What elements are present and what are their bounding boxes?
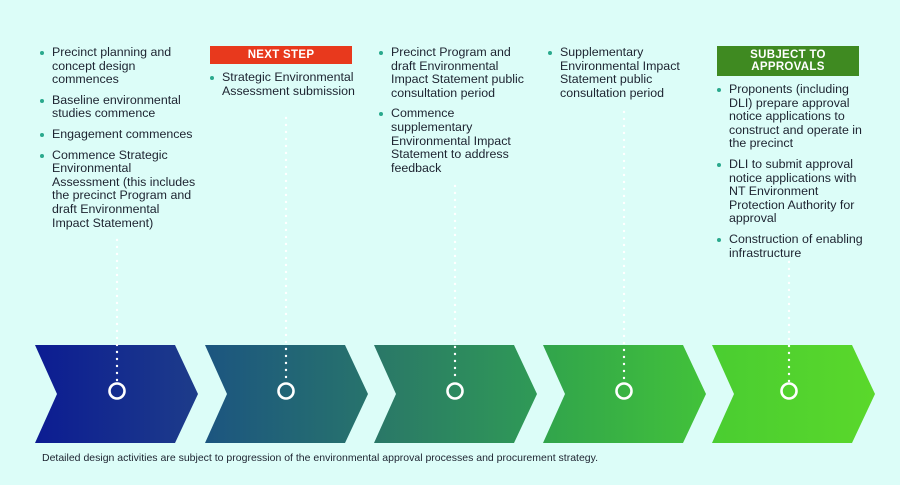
milestone-ring-stage-4 — [615, 382, 633, 400]
milestone-ring-stage-5 — [780, 382, 798, 400]
bullet-icon — [40, 51, 44, 55]
bullet-icon — [40, 132, 44, 137]
list-item: Construction of enabling infrastructure — [717, 232, 867, 260]
stage-4-list: Supplementary Environmental Impact State… — [548, 45, 688, 100]
bullet-icon — [717, 88, 721, 92]
stage-3-column: Precinct Program and draft Environmental… — [379, 45, 529, 182]
stage-5-column: SUBJECT TO APPROVALS Proponents (includi… — [717, 46, 867, 267]
chevron-stage-1 — [35, 345, 198, 443]
bullet-icon — [379, 112, 383, 117]
connector-stage-5 — [787, 260, 791, 383]
bullet-icon — [40, 98, 44, 103]
list-item: Precinct planning and concept design com… — [40, 45, 200, 87]
connector-stage-4 — [622, 110, 626, 380]
connector-stage-1 — [115, 238, 119, 382]
bullet-icon — [379, 51, 383, 55]
bullet-icon — [210, 76, 214, 80]
list-item: Commence Strategic Environmental Assessm… — [40, 148, 200, 231]
chevron-stage-4 — [543, 345, 706, 443]
list-item: Baseline environmental studies commence — [40, 93, 200, 121]
stage-1-column: Precinct planning and concept design com… — [40, 45, 200, 237]
list-item: Precinct Program and draft Environmental… — [379, 45, 529, 100]
list-item: Proponents (including DLI) prepare appro… — [717, 82, 867, 151]
footnote: Detailed design activities are subject t… — [42, 452, 599, 464]
bullet-icon — [717, 237, 721, 242]
stage-4-column: Supplementary Environmental Impact State… — [548, 45, 688, 107]
list-item: Supplementary Environmental Impact State… — [548, 45, 688, 100]
connectors — [115, 110, 791, 383]
stage-1-list: Precinct planning and concept design com… — [40, 45, 200, 231]
chevron-stage-3 — [374, 345, 537, 443]
chevron-stage-2 — [205, 345, 368, 443]
bullet-icon — [717, 162, 721, 167]
stage-3-list: Precinct Program and draft Environmental… — [379, 45, 529, 175]
stage-5-list: Proponents (including DLI) prepare appro… — [717, 82, 867, 260]
list-item: Commence supplementary Environmental Imp… — [379, 107, 529, 175]
bullet-icon — [40, 153, 44, 158]
bullet-icon — [548, 51, 552, 55]
stage-2-column: NEXT STEP Strategic Environmental Assess… — [210, 46, 360, 105]
milestone-ring-stage-2 — [277, 382, 295, 400]
chevron-stage-5 — [712, 345, 875, 443]
subject-to-approvals-badge: SUBJECT TO APPROVALS — [717, 46, 859, 76]
milestone-ring-stage-3 — [446, 382, 464, 400]
milestone-ring-stage-1 — [108, 382, 126, 400]
next-step-badge: NEXT STEP — [210, 46, 352, 64]
list-item: Strategic Environmental Assessment submi… — [210, 70, 360, 98]
connector-stage-2 — [284, 116, 288, 379]
list-item: DLI to submit approval notice applicatio… — [717, 157, 867, 226]
stage-2-list: Strategic Environmental Assessment submi… — [210, 70, 360, 98]
connector-stage-3 — [453, 184, 457, 377]
list-item: Engagement commences — [40, 127, 200, 142]
